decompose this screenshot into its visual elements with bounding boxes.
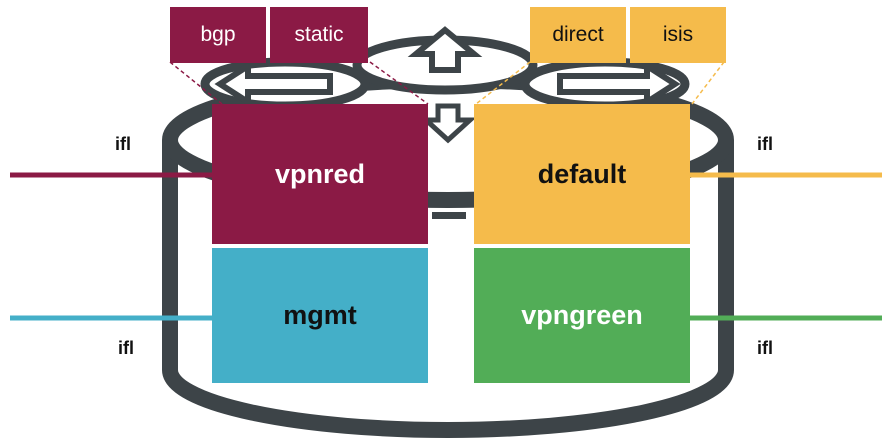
bgp-tag: bgp: [170, 7, 266, 63]
ifl-label-left-top: ifl: [115, 134, 131, 154]
mgmt-table: mgmt: [212, 248, 428, 383]
vpngreen-table: vpngreen: [474, 248, 690, 383]
right-arrow-icon: [520, 57, 690, 111]
left-arrow-icon: [200, 57, 370, 111]
up-arrow-icon: [352, 26, 538, 95]
static-tag: static: [270, 7, 368, 63]
down-arrow-icon: [419, 103, 477, 144]
equals-icon: [432, 200, 466, 219]
default-table: default: [474, 104, 690, 244]
vpnred-table: vpnred: [212, 104, 428, 244]
protocol-leader-lines: [169, 61, 725, 105]
direct-tag: direct: [530, 7, 626, 63]
isis-tag: isis: [630, 7, 726, 63]
ifl-label-right-bottom: ifl: [757, 338, 773, 358]
interface-lines: [10, 172, 882, 321]
ifl-label-right-top: ifl: [757, 134, 773, 154]
ifl-label-left-bottom: ifl: [118, 338, 134, 358]
